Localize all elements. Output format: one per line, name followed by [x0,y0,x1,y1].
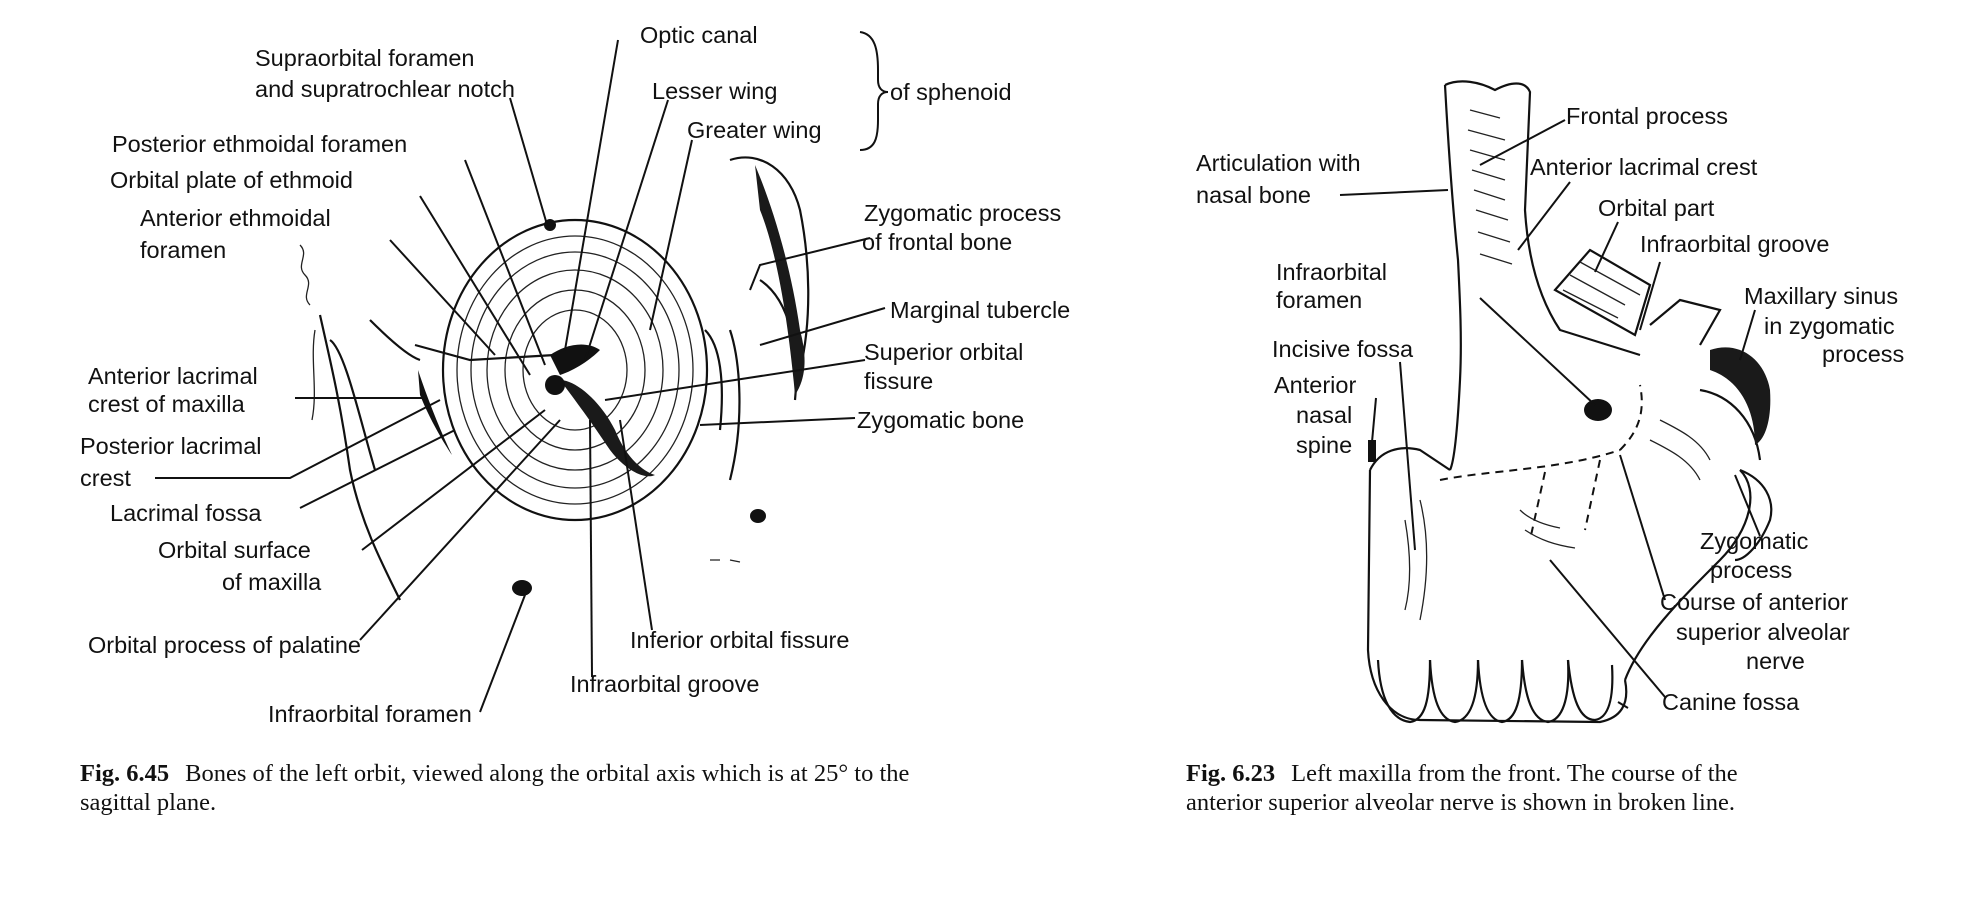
label-zygomatic-process-right: process [1710,557,1792,583]
label-anterior-lacrimal: Anterior lacrimal [88,363,258,389]
label-infraorbital: Infraorbital [1276,259,1387,285]
label-superior-alveolar: superior alveolar [1676,619,1850,645]
maxilla-leader-lines [1339,119,1761,709]
label-orbital-process-palatine: Orbital process of palatine [88,632,361,658]
label-canine-fossa: Canine fossa [1662,689,1800,715]
label-supraorbital-foramen: Supraorbital foramen [255,45,474,71]
orbit-figure: Supraorbital foramen and supratrochlear … [80,22,1070,816]
label-posterior-ethmoidal-foramen: Posterior ethmoidal foramen [112,131,407,157]
label-supratrochlear-notch: and supratrochlear notch [255,76,515,102]
label-spine: spine [1296,432,1352,458]
label-orbital-surface: Orbital surface [158,537,311,563]
label-lacrimal-fossa: Lacrimal fossa [110,500,262,526]
label-lesser-wing: Lesser wing [652,78,777,104]
label-incisive-fossa: Incisive fossa [1272,336,1414,362]
label-zygomatic-bone: Zygomatic bone [857,407,1024,433]
label-orbital-part: Orbital part [1598,195,1715,221]
label-infraorbital-foramen: Infraorbital foramen [268,701,472,727]
caption-text-line-1: Left maxilla from the front. The course … [1291,760,1738,787]
label-superior-orbital: Superior orbital [864,339,1023,365]
label-infraorbital-groove: Infraorbital groove [570,671,759,697]
maxilla-labels: Frontal process Articulation with nasal … [1196,103,1904,715]
label-nasal: nasal [1296,402,1352,428]
label-infraorbital-groove-right: Infraorbital groove [1640,231,1829,257]
label-marginal-tubercle: Marginal tubercle [890,297,1070,323]
caption-number: Fig. 6.45 [80,760,169,787]
orbit-drawing [299,156,810,601]
label-zygomatic-process-frontal: Zygomatic process [864,200,1061,226]
label-of-sphenoid: of sphenoid [890,79,1012,105]
label-maxillary-sinus: Maxillary sinus [1744,283,1898,309]
label-zygomatic: Zygomatic [1700,528,1809,554]
label-posterior-lacrimal: Posterior lacrimal [80,433,262,459]
label-maxillary-sinus-process: process [1822,341,1904,367]
caption-fig-6-23: Fig. 6.23 Left maxilla from the front. Th… [1186,760,1738,816]
label-nasal-bone: nasal bone [1196,182,1311,208]
label-anterior-lacrimal-crest: Anterior lacrimal crest [1530,154,1758,180]
label-anterior: Anterior [1274,372,1356,398]
label-orbital-plate-ethmoid: Orbital plate of ethmoid [110,167,353,193]
label-anterior-ethmoidal-foramen: foramen [140,237,226,263]
maxilla-figure: Frontal process Articulation with nasal … [1186,80,1904,816]
label-nerve: nerve [1746,648,1805,674]
caption-text-line-2: anterior superior alveolar nerve is show… [1186,789,1735,816]
orbit-labels: Supraorbital foramen and supratrochlear … [80,22,1070,727]
label-posterior-lacrimal-crest: crest [80,465,131,491]
label-orbital-surface-of-maxilla: of maxilla [222,569,322,595]
caption-text-line-2: sagittal plane. [80,789,216,816]
label-greater-wing: Greater wing [687,117,822,143]
label-articulation-with: Articulation with [1196,150,1361,176]
label-course-of-anterior: Course of anterior [1660,589,1848,615]
label-superior-orbital-fissure: fissure [864,368,933,394]
label-frontal-process: Frontal process [1566,103,1728,129]
label-optic-canal: Optic canal [640,22,758,48]
caption-number: Fig. 6.23 [1186,760,1275,787]
label-infraorbital-foramen-right: foramen [1276,287,1362,313]
orbit-leader-lines [155,31,889,713]
label-in-zygomatic: in zygomatic [1764,313,1895,339]
label-zygomatic-process-frontal-bone: of frontal bone [862,229,1012,255]
caption-fig-6-45: Fig. 6.45 Bones of the left orbit, viewed… [80,760,910,816]
label-inferior-orbital-fissure: Inferior orbital fissure [630,627,849,653]
label-anterior-ethmoidal: Anterior ethmoidal [140,205,331,231]
maxilla-drawing [1366,80,1773,724]
label-crest-of-maxilla: crest of maxilla [88,391,246,417]
caption-text-line-1: Bones of the left orbit, viewed along th… [185,760,909,787]
